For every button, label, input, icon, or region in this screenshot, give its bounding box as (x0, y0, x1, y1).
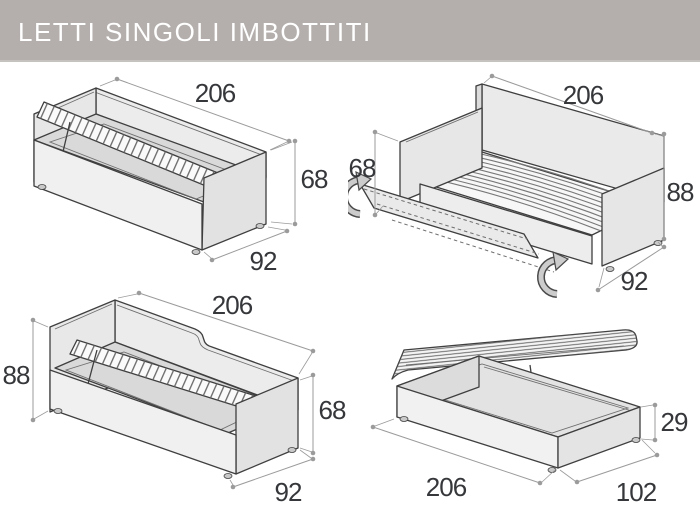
storage-base-front (49, 369, 237, 475)
foot (191, 249, 201, 255)
dim-label-height-front: 68 (349, 153, 376, 183)
dim-depth: 92 (203, 226, 290, 276)
foot (37, 184, 47, 190)
fold-out-front-panel (359, 183, 540, 259)
drawing-bed-step-headboard: 206 88 68 92 (3, 290, 347, 506)
dim-height-foot: 68 (299, 372, 347, 456)
drawing-storage-box: 206 29 102 (370, 329, 689, 506)
dim-width: 206 (483, 73, 664, 137)
box-right-end (557, 406, 641, 469)
dim-label-width: 206 (426, 472, 467, 502)
dim-label-height-back: 88 (667, 177, 694, 207)
drawing-sofa-bed-foldout: 206 68 88 92 (348, 73, 695, 302)
dim-height-front: 68 (349, 129, 399, 218)
bed2-dimensions: 206 68 88 92 (349, 73, 695, 296)
dim-height-back: 88 (661, 131, 695, 242)
dim-height: 68 (270, 138, 329, 227)
dim-label-height-head: 88 (3, 360, 30, 390)
dim-label-depth: 102 (616, 477, 657, 506)
dim-label-height-foot: 68 (319, 395, 346, 425)
bed1-dimensions: 206 68 92 (99, 76, 329, 276)
bed1-illustration (33, 87, 267, 255)
slatted-lid-lifted (391, 329, 638, 380)
dim-height-head: 88 (3, 317, 49, 423)
dim-width: 206 (370, 418, 556, 502)
dim-width: 206 (117, 290, 316, 375)
dim-height: 29 (640, 402, 689, 443)
header-bar (0, 0, 700, 62)
dim-depth: 102 (559, 439, 660, 506)
bed3-dimensions: 206 88 68 92 (3, 290, 347, 506)
dim-depth: 92 (595, 241, 667, 296)
back-panel-stepped (114, 299, 299, 411)
foot (223, 473, 233, 479)
gas-strut (61, 121, 71, 157)
rotate-arrow-icon (541, 252, 568, 294)
gas-strut (87, 349, 98, 385)
dim-label-width: 206 (212, 290, 253, 320)
dim-width: 206 (99, 76, 292, 151)
dim-label-depth: 92 (621, 266, 648, 296)
bed3-illustration (49, 299, 299, 479)
dim-label-width: 206 (563, 80, 604, 110)
foot (605, 266, 615, 272)
fold-ghost-line (391, 219, 555, 273)
bed2-illustration (348, 83, 665, 294)
dim-depth: 92 (229, 449, 316, 506)
dim-label-height: 68 (301, 164, 328, 194)
storage-base-front (33, 139, 203, 251)
drawing-bed-lift-storage: 206 68 92 (33, 76, 329, 276)
dim-label-depth: 92 (250, 246, 277, 276)
dim-label-height: 29 (661, 407, 688, 437)
dim-label-width: 206 (195, 78, 236, 108)
bed4-dimensions: 206 29 102 (370, 402, 689, 506)
foot (255, 223, 265, 229)
page-title: LETTI SINGOLI IMBOTTITI (18, 17, 372, 47)
foot (287, 447, 297, 453)
foot (399, 416, 409, 422)
dim-label-depth: 92 (275, 477, 302, 506)
foot (631, 437, 641, 443)
bed4-illustration (391, 329, 641, 473)
foot (53, 408, 63, 414)
